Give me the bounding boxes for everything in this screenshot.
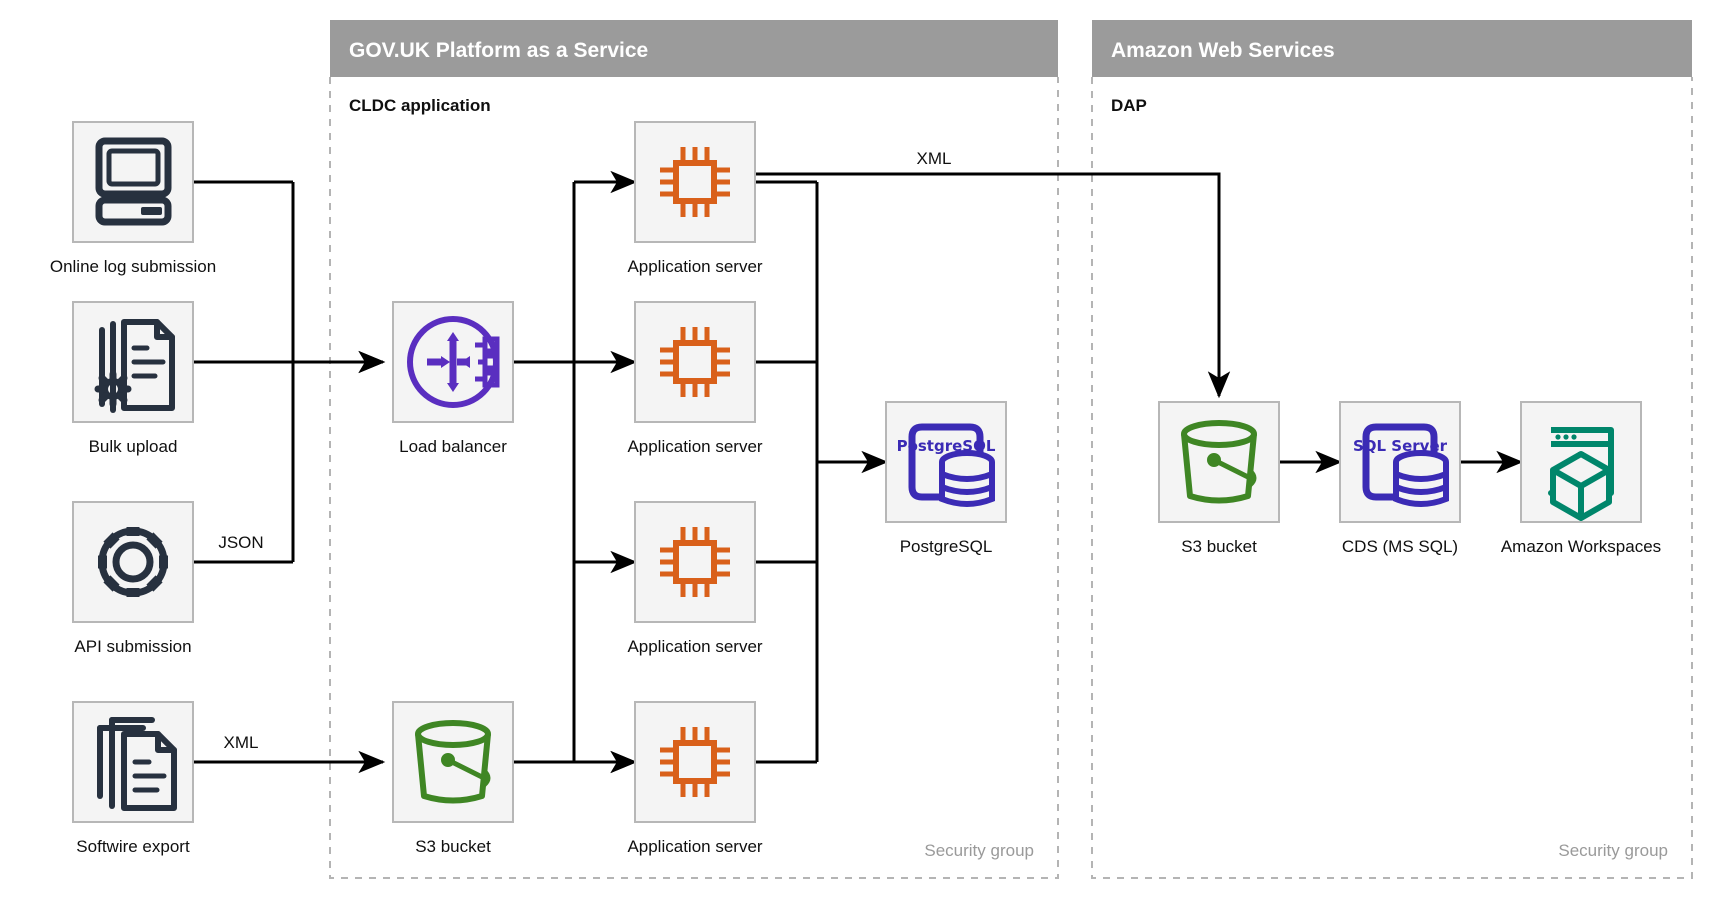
load-balancer-icon: [407, 316, 500, 408]
node-label-cds-ms-sql: CDS (MS SQL): [1342, 537, 1458, 556]
node-label-online-log-submission: Online log submission: [50, 257, 216, 276]
s3-bucket-icon: [1181, 420, 1257, 504]
node-label-postgresql: PostgreSQL: [900, 537, 993, 556]
node-label-amazon-workspaces: Amazon Workspaces: [1501, 537, 1661, 556]
zone-aws-title: Amazon Web Services: [1111, 39, 1335, 62]
node-label-load-balancer: Load balancer: [399, 437, 507, 456]
node-label-api-submission: API submission: [74, 637, 191, 656]
documents-stack-icon: [97, 717, 177, 811]
node-label-s3-bucket-aws: S3 bucket: [1181, 537, 1257, 556]
postgresql-icon: PostgreSQL: [897, 423, 996, 507]
node-amazon-workspaces[interactable]: Amazon Workspaces: [1501, 401, 1661, 556]
node-app-server-1[interactable]: Application server: [627, 121, 763, 276]
edge-label-xml-app: XML: [917, 149, 952, 168]
node-bulk-upload[interactable]: Bulk upload: [72, 301, 194, 456]
wire-app-server-to-aws-s3-xml: [755, 172, 1231, 399]
cpu-chip-icon: [660, 527, 730, 597]
connector-layer: [194, 170, 1524, 774]
zone-aws-subtitle: DAP: [1111, 96, 1147, 115]
cpu-chip-icon: [660, 327, 730, 397]
zone-aws-band: [1092, 20, 1692, 77]
node-label-app-server-2: Application server: [627, 437, 762, 456]
zone-amazon-web-services: Amazon Web Services DAP Security group: [1091, 20, 1693, 879]
cpu-chip-icon: [660, 727, 730, 797]
node-label-bulk-upload: Bulk upload: [89, 437, 178, 456]
zone-paas-security-group-label: Security group: [924, 841, 1034, 860]
node-softwire-export[interactable]: Softwire export: [72, 701, 194, 856]
node-s3-bucket-aws[interactable]: S3 bucket: [1158, 401, 1280, 556]
gear-icon: [98, 527, 168, 597]
node-label-app-server-1: Application server: [627, 257, 762, 276]
zone-paas-title: GOV.UK Platform as a Service: [349, 39, 648, 62]
workspaces-icon: [1548, 427, 1614, 521]
sql-server-icon: SQL Server: [1353, 423, 1449, 507]
document-gear-icon: [94, 319, 175, 413]
zone-paas-subtitle: CLDC application: [349, 96, 491, 115]
cpu-chip-icon: [660, 147, 730, 217]
zone-govuk-paas: GOV.UK Platform as a Service CLDC applic…: [329, 20, 1059, 879]
node-label-s3-bucket-paas: S3 bucket: [415, 837, 491, 856]
s3-bucket-icon: [415, 720, 491, 804]
zone-aws-security-group-label: Security group: [1558, 841, 1668, 860]
node-online-log-submission[interactable]: Online log submission: [50, 121, 216, 276]
node-label-app-server-3: Application server: [627, 637, 762, 656]
node-api-submission[interactable]: API submission: [72, 501, 194, 656]
node-app-server-2[interactable]: Application server: [627, 301, 763, 456]
node-cds-ms-sql[interactable]: SQL Server CDS (MS SQL): [1339, 401, 1461, 556]
node-app-server-4[interactable]: Application server: [627, 701, 763, 856]
node-label-softwire-export: Softwire export: [76, 837, 190, 856]
zone-paas-band: [330, 20, 1058, 77]
edge-label-xml-export: XML: [224, 733, 259, 752]
edge-label-json: JSON: [218, 533, 263, 552]
node-label-app-server-4: Application server: [627, 837, 762, 856]
monitor-icon: [95, 137, 172, 226]
zone-paas-dashed-border: [329, 77, 1059, 879]
node-postgresql[interactable]: PostgreSQL PostgreSQL: [885, 401, 1007, 556]
node-load-balancer[interactable]: Load balancer: [392, 301, 514, 456]
node-app-server-3[interactable]: Application server: [627, 501, 763, 656]
node-s3-bucket-paas[interactable]: S3 bucket: [392, 701, 514, 856]
